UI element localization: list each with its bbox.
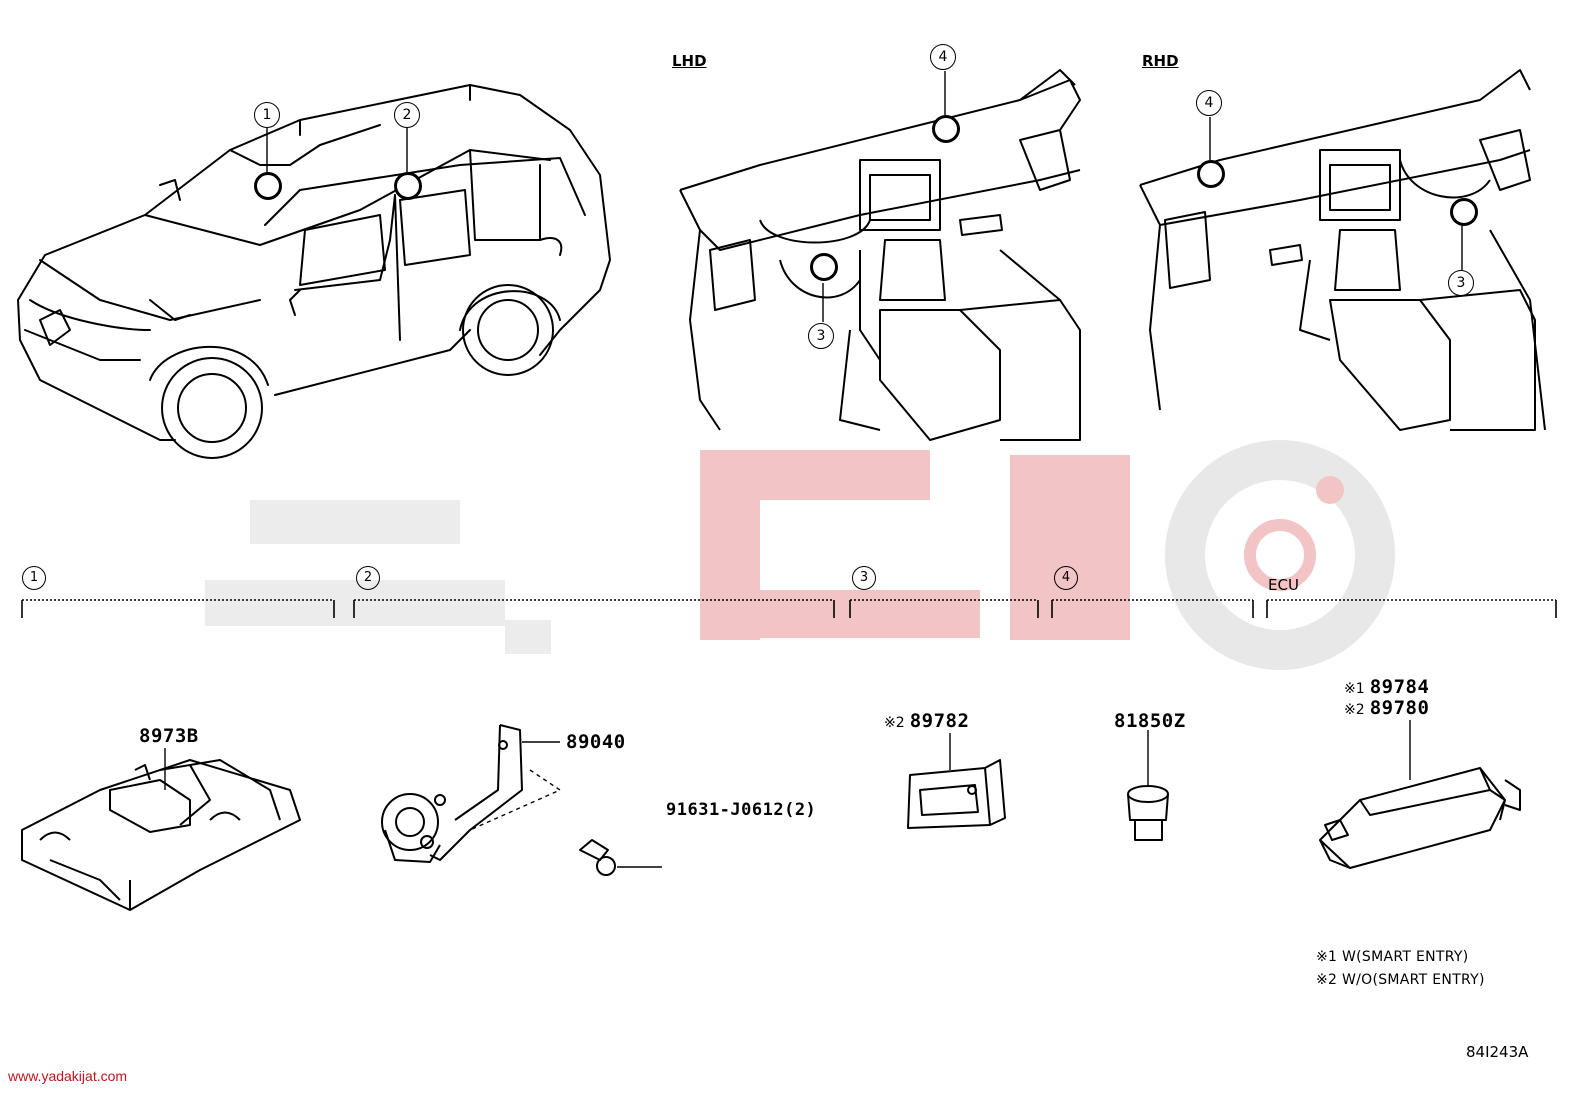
callout-4-lhd[interactable]: 4 [930, 44, 956, 70]
part-number-91631[interactable]: 91631-J0612(2) [666, 800, 817, 820]
callout-3-lhd[interactable]: 3 [808, 323, 834, 349]
callout-3-rhd[interactable]: 3 [1448, 270, 1474, 296]
callout-4-lhd-label: 4 [938, 49, 948, 65]
watermark-url[interactable]: www.yadakijat.com [8, 1068, 128, 1084]
section-3-number: 3 [852, 566, 876, 590]
section-2-number: 2 [356, 566, 380, 590]
part-number-89040[interactable]: 89040 [566, 731, 626, 753]
watermark-logo [205, 440, 1395, 670]
section-4-number: 4 [1054, 566, 1078, 590]
lhd-dashboard-illustration [679, 69, 1081, 441]
diagram-code: 84I243A [1466, 1043, 1529, 1061]
location-marker-3-lhd[interactable] [810, 253, 838, 281]
callout-1[interactable]: 1 [254, 102, 280, 128]
part-label-89782: ※2 89782 [884, 710, 969, 732]
lhd-label: LHD [672, 52, 707, 70]
part-label-89784: ※1 89784 [1344, 676, 1429, 698]
note-no-smart-entry: ※2 W/O(SMART ENTRY) [1316, 972, 1485, 988]
note-smart-entry: ※1 W(SMART ENTRY) [1316, 949, 1469, 965]
location-marker-4-rhd[interactable] [1197, 160, 1225, 188]
location-marker-1[interactable] [254, 172, 282, 200]
callout-3-rhd-label: 3 [1456, 275, 1466, 291]
note-mark: ※2 [1344, 702, 1365, 718]
note-mark: ※1 [1344, 681, 1365, 697]
part-number-81850z[interactable]: 81850Z [1114, 710, 1186, 732]
location-marker-2[interactable] [394, 172, 422, 200]
callout-3-lhd-label: 3 [816, 328, 826, 344]
callout-2[interactable]: 2 [394, 102, 420, 128]
part-number-89784[interactable]: 89784 [1369, 676, 1430, 698]
callout-1-label: 1 [262, 107, 272, 123]
location-marker-4-lhd[interactable] [932, 115, 960, 143]
callout-4-rhd-label: 4 [1204, 95, 1214, 111]
callout-4-rhd[interactable]: 4 [1196, 90, 1222, 116]
rhd-dashboard-illustration [1139, 69, 1546, 431]
part-8973b-illustration [21, 748, 301, 911]
part-number-89782[interactable]: 89782 [909, 710, 970, 732]
note-mark: ※2 [884, 715, 905, 731]
location-marker-3-rhd[interactable] [1450, 198, 1478, 226]
part-81850z-illustration [1127, 730, 1169, 841]
callout-2-label: 2 [402, 107, 412, 123]
vehicle-illustration [17, 84, 611, 459]
part-ecu-illustration [1319, 720, 1521, 869]
part-label-89780: ※2 89780 [1344, 697, 1429, 719]
part-number-8973b[interactable]: 8973B [139, 725, 199, 747]
part-89782-illustration [907, 733, 1006, 829]
part-number-89780[interactable]: 89780 [1369, 697, 1430, 719]
section-1-number: 1 [22, 566, 46, 590]
rhd-label: RHD [1142, 52, 1179, 70]
part-89040-illustration [381, 724, 662, 876]
section-ecu-label: ECU [1268, 576, 1299, 594]
